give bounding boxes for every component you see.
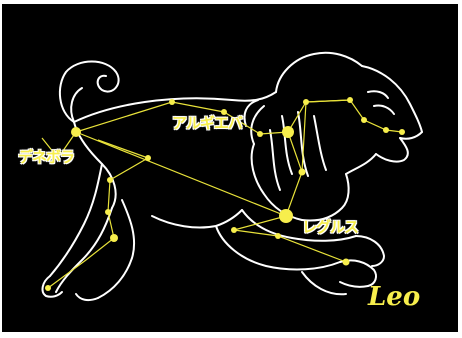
star xyxy=(45,285,51,291)
denebola-label: デネボラ xyxy=(18,146,74,167)
star-denebola xyxy=(71,127,81,137)
constellation-name: Leo xyxy=(368,282,420,312)
lion-outline xyxy=(43,53,422,300)
star-algieba xyxy=(282,126,294,138)
regulus-label: レグルス xyxy=(302,216,358,237)
star xyxy=(169,99,175,105)
star xyxy=(361,117,367,123)
star xyxy=(383,127,389,133)
star xyxy=(399,129,405,135)
star-regulus xyxy=(279,209,293,223)
star xyxy=(105,209,111,215)
star xyxy=(347,97,353,103)
star xyxy=(145,155,151,161)
algieba-label: アルギエバ xyxy=(172,112,242,133)
star-chart-panel: アルギエバ デネボラ レグルス Leo xyxy=(2,4,458,332)
star xyxy=(110,234,118,242)
star xyxy=(107,177,113,183)
star xyxy=(303,99,309,105)
star xyxy=(231,227,237,233)
star xyxy=(275,233,281,239)
star xyxy=(257,131,263,137)
star xyxy=(299,169,306,176)
star xyxy=(343,259,350,266)
